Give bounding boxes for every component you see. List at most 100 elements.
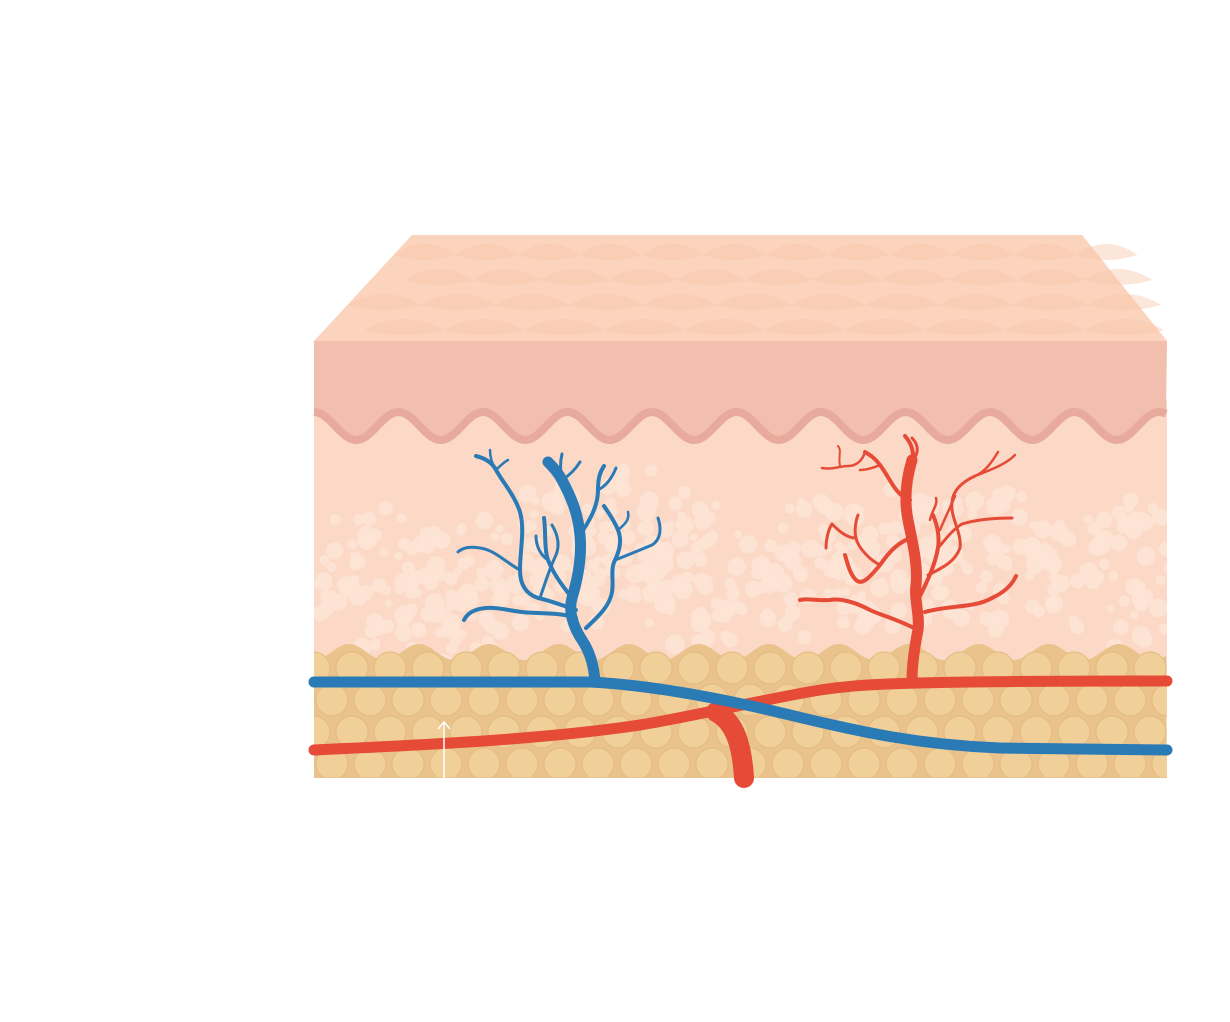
- artery-branch: [837, 445, 841, 467]
- dermis-cell: [517, 593, 530, 606]
- skin-scale: [1004, 319, 1085, 335]
- dermis-cell: [603, 497, 617, 510]
- dermis-cell: [1070, 573, 1086, 589]
- dermis-cell: [697, 573, 709, 585]
- fat-cell: [829, 651, 863, 685]
- dermis-cell: [1002, 560, 1012, 571]
- dermis-cell: [890, 568, 907, 586]
- skin-scale: [1013, 294, 1088, 310]
- dermis-cell: [999, 485, 1016, 502]
- dermis-cell: [834, 541, 843, 550]
- dermis-cell: [394, 551, 403, 561]
- dermis-cell: [711, 608, 726, 622]
- skin-scale: [924, 319, 1005, 335]
- artery-branch: [928, 496, 938, 522]
- dermis-cell: [405, 586, 418, 599]
- dermis-cell: [1070, 620, 1085, 635]
- dermis-cell: [1108, 570, 1119, 581]
- fat-cell: [619, 747, 653, 777]
- dermis-cell: [678, 485, 692, 499]
- skin-scale: [347, 294, 422, 310]
- dermis-cell: [734, 530, 743, 539]
- dermis-tissue-clusters: [314, 463, 1167, 660]
- dermis-cell: [314, 572, 333, 591]
- dermis-cell: [588, 614, 604, 630]
- dermis-cell: [1010, 508, 1028, 527]
- fat-cell: [314, 651, 331, 685]
- dermis-cell: [965, 491, 985, 511]
- dermis-cell: [511, 613, 530, 632]
- skin-scale: [393, 244, 456, 260]
- dermis-cell: [319, 599, 336, 616]
- skin-scale: [744, 269, 813, 285]
- skin-scale: [643, 294, 718, 310]
- skin-scale: [1087, 294, 1162, 310]
- dermis-cell: [552, 554, 571, 573]
- fat-cell: [505, 683, 539, 717]
- skin-scale: [827, 244, 890, 260]
- dermis-cell: [1098, 558, 1111, 571]
- dermis-cell: [314, 596, 315, 603]
- fat-cell: [753, 715, 787, 749]
- dermis-cell: [836, 616, 850, 629]
- artery-branch: [926, 474, 977, 577]
- dermis-cell: [1024, 570, 1035, 581]
- dermis-cell: [986, 496, 1006, 516]
- dermis-cell: [726, 586, 741, 601]
- vein-branch: [538, 523, 560, 600]
- vein-branch: [494, 458, 510, 472]
- artery-branch: [936, 516, 1014, 550]
- dermis-cell: [784, 605, 801, 622]
- dermis-cell: [370, 641, 380, 651]
- fat-cell: [1075, 683, 1109, 717]
- skin-scale: [579, 244, 642, 260]
- dermis-cell: [495, 524, 504, 533]
- artery-network: [308, 434, 1173, 788]
- dermis-cell: [550, 496, 565, 512]
- dermis-cell: [980, 570, 994, 584]
- dermis-cell: [673, 580, 693, 600]
- skin-scale: [889, 244, 952, 260]
- dermis-cell: [966, 508, 978, 520]
- dermis-cell: [1131, 590, 1149, 608]
- dermis-cell: [1055, 519, 1065, 529]
- dermis-cell: [987, 540, 1006, 559]
- fat-cell: [847, 747, 881, 777]
- skin-scale: [865, 294, 940, 310]
- dermis-cell: [396, 513, 407, 524]
- fat-cell: [581, 683, 615, 717]
- skin-scale: [951, 244, 1014, 260]
- skin-surface-scales: [347, 244, 1165, 335]
- dermis-cell: [690, 542, 701, 554]
- dermis-cell: [1130, 610, 1139, 620]
- dermis-cell: [378, 501, 393, 516]
- artery-branch: [824, 522, 858, 550]
- dermis-cell: [329, 513, 341, 525]
- fat-cell: [429, 683, 463, 717]
- dermis-cell: [694, 553, 708, 567]
- dermis-cell: [987, 620, 1005, 638]
- vein-branch: [462, 605, 578, 622]
- fat-cell: [353, 683, 387, 717]
- skin-scale: [812, 269, 881, 285]
- dermis-cell: [795, 501, 813, 518]
- dermis-cell: [1149, 598, 1167, 618]
- fat-cell: [467, 683, 501, 717]
- dermis-cell: [649, 562, 667, 581]
- dermis-cell: [658, 522, 674, 538]
- dermis-cell: [783, 591, 799, 607]
- dermis-cell: [444, 571, 458, 585]
- dermis-cell: [1107, 604, 1115, 613]
- fat-cell: [1133, 715, 1167, 749]
- dermis-cell: [1090, 570, 1105, 585]
- skin-scale: [880, 269, 949, 285]
- fat-cell: [581, 747, 615, 777]
- dermis-cell: [1033, 520, 1053, 539]
- dermis-cell: [676, 516, 694, 534]
- vein-branch: [456, 545, 522, 572]
- skin-scale: [569, 294, 644, 310]
- dermis-cell: [457, 523, 467, 533]
- dermis-cell: [1118, 595, 1131, 607]
- dermis-cell: [592, 575, 605, 588]
